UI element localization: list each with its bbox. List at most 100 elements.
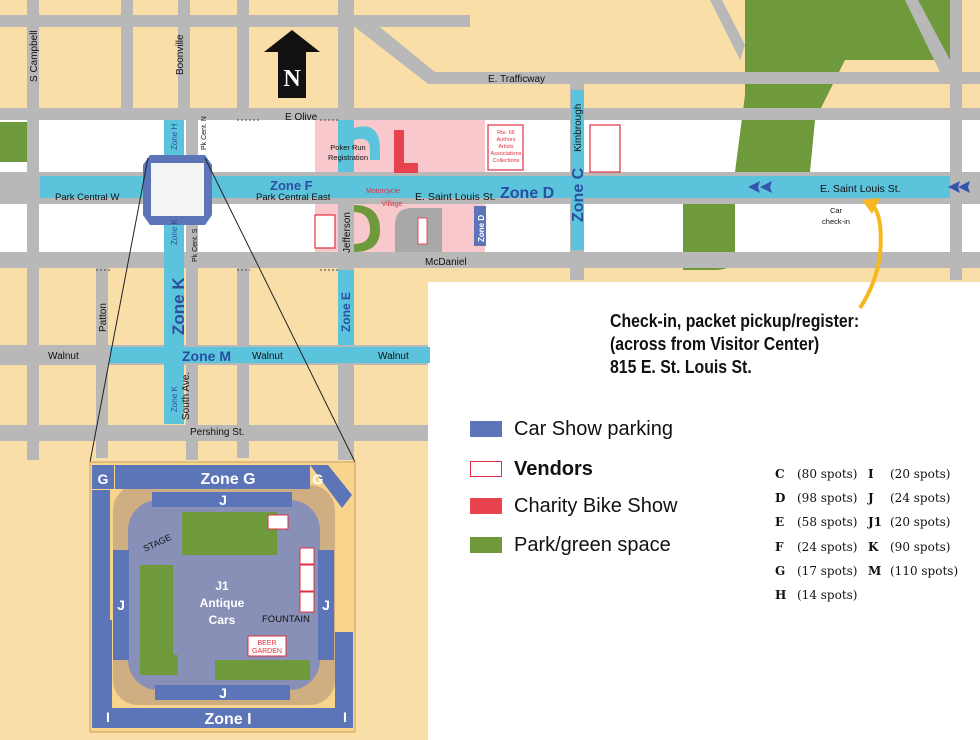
- spots-d: D(98 spots): [775, 491, 858, 505]
- spots-j1: J1(20 spots): [868, 515, 951, 529]
- town-square-inset: [89, 461, 356, 733]
- inset-label-g-right: G: [313, 471, 324, 487]
- street-label-jefferson: Jefferson: [342, 212, 353, 253]
- inset-label-j-right: J: [322, 597, 330, 613]
- legend-label-vendors: Vendors: [514, 457, 593, 480]
- inset-callout-left: [89, 157, 149, 463]
- inset-label-g-left: G: [98, 471, 109, 487]
- inset-label-beer: BEER: [257, 640, 276, 647]
- zone-label-f: Zone F: [270, 178, 313, 193]
- zone-label-d-small: Zone D: [477, 215, 486, 242]
- spots-h: H(14 spots): [775, 588, 858, 602]
- zone-d-parking: [474, 206, 486, 246]
- street-label-e-olive: E Olive: [285, 112, 318, 123]
- zone-label-h: Zone H: [170, 124, 179, 150]
- inset-label-garden: GARDEN: [252, 648, 282, 655]
- legend-panel: [428, 282, 980, 740]
- checkin-arrow-icon: [858, 203, 883, 310]
- street-label-walnut-west: Walnut: [48, 351, 79, 362]
- rt66-label-4: Associations: [491, 151, 522, 157]
- legend-label-charity-bike: Charity Bike Show: [514, 494, 678, 517]
- inset-zone-g-bar: [115, 465, 310, 489]
- inset-label-j1: J1: [215, 579, 229, 593]
- checkin-line-2: (across from Visitor Center): [610, 334, 820, 354]
- zone-overlays: [40, 90, 950, 424]
- compass-letter: N: [283, 66, 301, 92]
- vendor-swatch: [470, 461, 502, 477]
- legend-label-park-green: Park/green space: [514, 533, 671, 556]
- rt66-label-2: Authors: [497, 137, 516, 143]
- poker-run-curve: [354, 126, 380, 160]
- rt66-label-5: Collections: [493, 158, 520, 164]
- inset-label-i-left: I: [106, 709, 110, 725]
- north-arrow-icon: N: [264, 30, 320, 98]
- inset-label-j-top: J: [219, 492, 227, 508]
- car-checkin-label-2: check-in: [822, 217, 850, 226]
- checkin-line-3: 815 E. St. Louis St.: [610, 357, 752, 377]
- motorcycle-village-label-2: Village: [382, 201, 403, 208]
- spots-c: C(80 spots): [775, 467, 858, 481]
- rt66-label-1: Rte. 66: [497, 130, 515, 136]
- small-vendor-marker: [417, 217, 428, 245]
- inset-label-fountain: FOUNTAIN: [262, 614, 310, 625]
- spots-e: E(58 spots): [775, 515, 858, 529]
- inset-label-antique: Antique: [200, 596, 245, 610]
- legend-charity-bike-show: Charity Bike Show: [470, 495, 677, 517]
- street-label-pershing: Pershing St.: [190, 427, 244, 438]
- spots-j: J(24 spots): [868, 491, 951, 505]
- inset-label-i-right: I: [343, 709, 347, 725]
- inset-label-cars: Cars: [209, 613, 236, 627]
- charity-bike-show: [394, 130, 418, 173]
- legend-park-green: Park/green space: [470, 534, 671, 556]
- inset-label-j-left: J: [117, 597, 125, 613]
- zone-label-k-south: Zone K: [170, 386, 179, 412]
- spots-m: M(110 spots): [868, 564, 959, 578]
- street-label-e-saint-louis-st-east: E. Saint Louis St.: [820, 183, 901, 195]
- street-label-boonville: Boonville: [175, 34, 186, 75]
- car-checkin-label-1: Car: [830, 206, 843, 215]
- zone-label-k: Zone K: [169, 277, 188, 335]
- car-parking-swatch: [470, 421, 502, 437]
- street-label-pk-cent-n: Pk Cent. N: [201, 116, 208, 150]
- inset-label-j-bottom: J: [219, 685, 227, 701]
- charity-bike-swatch: [470, 498, 502, 514]
- spots-f: F(24 spots): [775, 540, 858, 554]
- spots-g: G(17 spots): [775, 564, 858, 578]
- park-green-swatch: [470, 537, 502, 553]
- zone-label-m: Zone M: [182, 348, 231, 364]
- poker-run-label-1: Poker Run: [330, 143, 365, 152]
- street-label-kimbrough: Kimbrough: [573, 104, 584, 152]
- poker-run-label-2: Registration: [328, 153, 368, 162]
- inset-label-zone-g: Zone G: [200, 471, 255, 488]
- street-dashes: [96, 119, 338, 271]
- spots-k: K(90 spots): [868, 540, 951, 554]
- jefferson-green-curve: [354, 205, 380, 252]
- street-label-pk-cent-s: Pk Cent. S: [192, 228, 199, 262]
- inset-label-zone-i: Zone I: [204, 711, 251, 728]
- zone-label-k-north: Zone K: [170, 219, 179, 245]
- checkin-line-1: Check-in, packet pickup/register:: [610, 311, 860, 331]
- rt66-label-3: Artists: [498, 144, 514, 150]
- motorcycle-village-label-1: Motorcycle: [366, 188, 400, 195]
- street-label-park-central-east: Park Central East: [256, 192, 331, 203]
- street-label-walnut-east: Walnut: [378, 351, 409, 362]
- zone-label-d: Zone D: [500, 185, 554, 202]
- vendor-boxes: [314, 124, 621, 249]
- street-label-e-trafficway: E. Trafficway: [488, 74, 545, 85]
- spots-i: I(20 spots): [868, 467, 951, 481]
- direction-chevrons-icon: [748, 181, 970, 193]
- street-label-south-ave: South Ave.: [181, 372, 192, 420]
- legend-vendors: Vendors: [470, 458, 593, 480]
- street-label-walnut-center: Walnut: [252, 351, 283, 362]
- street-label-e-saint-louis-st-west: E. Saint Louis St.: [415, 191, 496, 203]
- street-label-park-central-w: Park Central W: [55, 192, 119, 203]
- street-label-patton: Patton: [98, 303, 109, 332]
- legend-car-show-parking: Car Show parking: [470, 418, 673, 440]
- checkin-arrowhead-icon: [862, 198, 880, 214]
- street-label-mcdaniel: McDaniel: [425, 257, 467, 268]
- inset-callout-right: [204, 157, 356, 463]
- checkin-info: Check-in, packet pickup/register: (acros…: [610, 310, 859, 379]
- street-label-s-campbell: S Campbell: [29, 30, 40, 82]
- legend-label-car-parking: Car Show parking: [514, 417, 673, 440]
